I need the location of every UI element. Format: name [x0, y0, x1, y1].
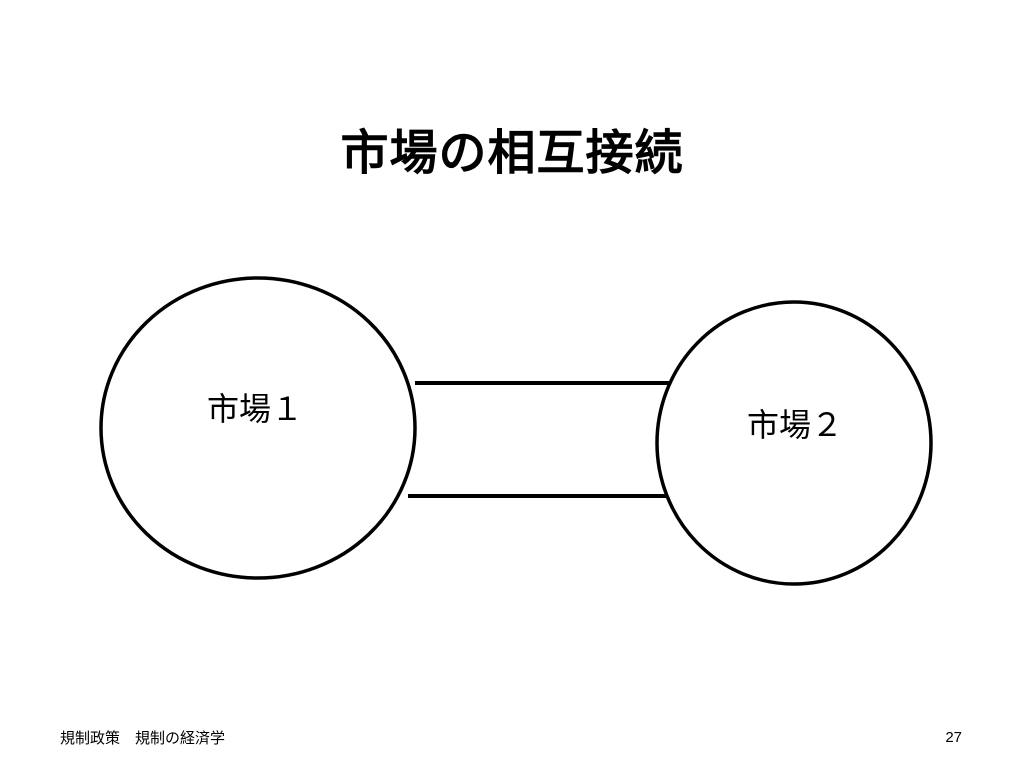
footer-page-number: 27 [945, 729, 962, 746]
footer-course-title: 規制政策 規制の経済学 [60, 729, 226, 747]
market-1-circle [99, 276, 417, 580]
market-1-node: 市場１ [99, 276, 417, 580]
market-2-label: 市場２ [747, 406, 843, 444]
market-2-node: 市場２ [655, 300, 933, 586]
market-1-label: 市場１ [207, 390, 303, 428]
market-2-circle [655, 300, 933, 586]
slide-title: 市場の相互接続 [340, 125, 684, 181]
